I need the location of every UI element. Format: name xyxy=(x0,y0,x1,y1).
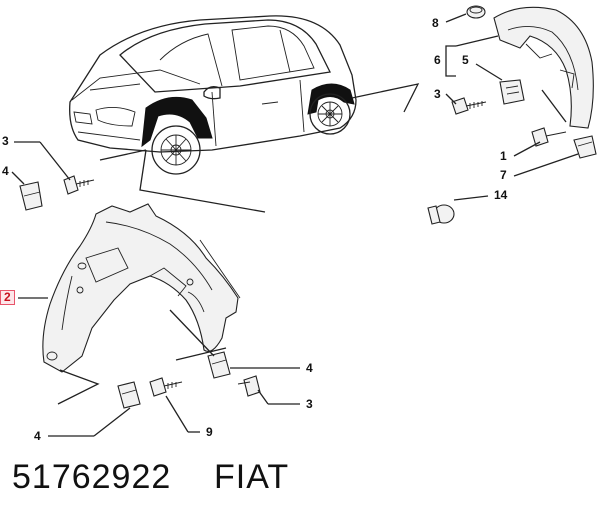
rear-wheel-arch-liner xyxy=(493,6,594,129)
rear-liner-leader xyxy=(541,89,567,123)
callout-9: 9 xyxy=(206,425,213,439)
callout-3-top: 3 xyxy=(434,87,441,101)
callout-4-bottom: 4 xyxy=(34,429,41,443)
callout-4-left: 4 xyxy=(2,164,9,178)
screw-3-top xyxy=(451,97,487,115)
callout-8: 8 xyxy=(432,16,439,30)
clip-4-bottom xyxy=(117,381,141,409)
front-leader-line-2 xyxy=(99,149,147,161)
callout-6: 6 xyxy=(434,53,441,67)
brand-name: FIAT xyxy=(214,458,290,496)
callout-5: 5 xyxy=(462,53,469,67)
liner-leader-line xyxy=(175,347,227,361)
callout-4-right: 4 xyxy=(306,361,313,375)
screw-3-bottom xyxy=(237,375,261,397)
rear-leader-line xyxy=(351,83,420,113)
callout-1: 1 xyxy=(500,149,507,163)
part-number: 51762922 xyxy=(12,458,172,496)
nut-7 xyxy=(573,135,597,159)
lower-leader-line xyxy=(57,369,100,405)
screw-9 xyxy=(149,377,183,397)
clip-4-left xyxy=(19,181,43,211)
callout-2: 2 xyxy=(0,290,15,305)
clip-4-right xyxy=(207,351,231,379)
clip-5 xyxy=(499,79,525,105)
car-illustration xyxy=(69,15,357,175)
bracket-6 xyxy=(445,45,456,77)
callout-3-left: 3 xyxy=(2,134,9,148)
callout-3-bottom: 3 xyxy=(306,397,313,411)
screw-3-left xyxy=(63,175,95,195)
front-leader-line xyxy=(139,149,266,213)
plug-8 xyxy=(466,5,486,19)
screw-1 xyxy=(531,127,567,147)
callout-7: 7 xyxy=(500,168,507,182)
callout-14: 14 xyxy=(494,188,508,202)
push-clip-14 xyxy=(427,204,455,225)
front-wheel-arch-liner xyxy=(42,203,241,373)
